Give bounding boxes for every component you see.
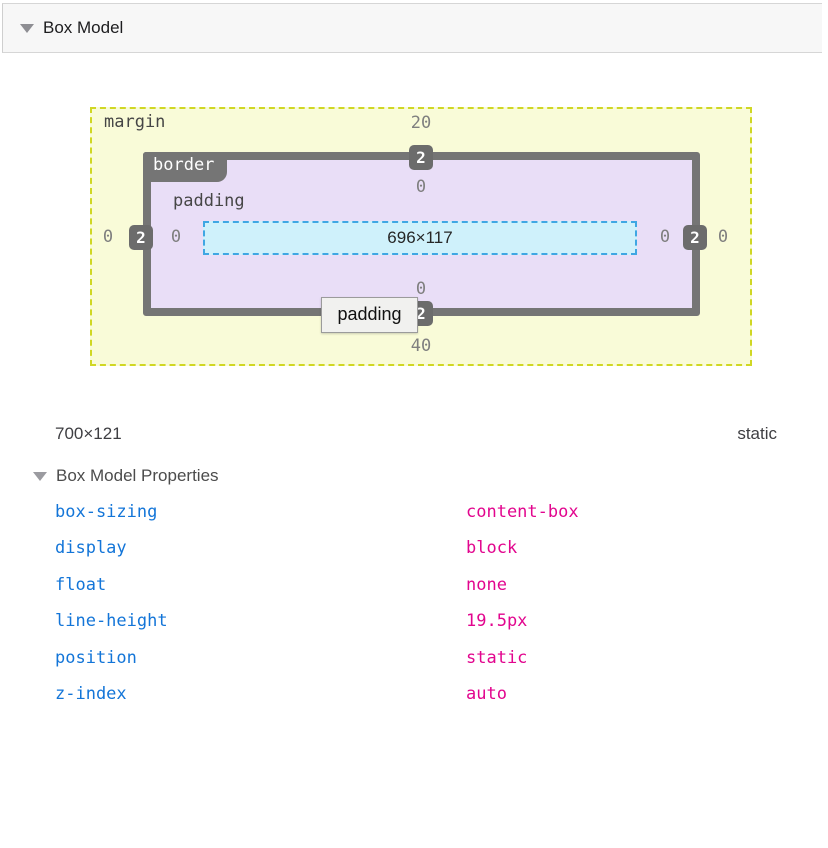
property-value: static — [466, 647, 528, 668]
margin-bottom-value[interactable]: 40 — [410, 336, 432, 356]
property-value: 19.5px — [466, 611, 528, 632]
element-dimensions: 700×121 — [55, 424, 122, 443]
properties-list: box-sizing content-box display block flo… — [55, 494, 777, 713]
property-name: display — [55, 538, 127, 559]
margin-left-value[interactable]: 0 — [102, 227, 114, 247]
margin-top-value[interactable]: 20 — [410, 113, 432, 133]
content-dimensions: 696×117 — [387, 228, 453, 247]
padding-bottom-value[interactable]: 0 — [415, 279, 427, 299]
disclosure-triangle-icon[interactable] — [20, 23, 34, 33]
margin-right-value[interactable]: 0 — [717, 227, 729, 247]
border-top-badge[interactable]: 2 — [409, 145, 433, 170]
element-position: static — [737, 424, 777, 443]
property-name: line-height — [55, 611, 168, 632]
property-row[interactable]: float none — [55, 567, 777, 603]
property-name: position — [55, 647, 137, 668]
section-title: Box Model — [43, 18, 124, 37]
property-value: auto — [466, 684, 507, 705]
property-row[interactable]: z-index auto — [55, 676, 777, 712]
property-row[interactable]: position static — [55, 640, 777, 676]
padding-tooltip: padding — [321, 297, 418, 333]
border-left-badge[interactable]: 2 — [129, 225, 153, 250]
property-value: content-box — [466, 502, 579, 522]
padding-right-value[interactable]: 0 — [659, 227, 671, 247]
property-row[interactable]: display block — [55, 530, 777, 566]
section-header-box-model-properties[interactable]: Box Model Properties — [33, 464, 219, 488]
content-region[interactable]: 696×117 — [203, 221, 637, 255]
property-name: z-index — [55, 684, 127, 705]
section-header-box-model[interactable]: Box Model — [2, 3, 822, 53]
border-label: border — [143, 152, 228, 182]
border-right-badge[interactable]: 2 — [683, 225, 707, 250]
property-name: float — [55, 574, 107, 595]
properties-section-title: Box Model Properties — [56, 466, 219, 485]
property-row[interactable]: line-height 19.5px — [55, 603, 777, 639]
property-value: block — [466, 538, 518, 559]
property-row[interactable]: box-sizing content-box — [55, 494, 777, 530]
property-name: box-sizing — [55, 502, 158, 522]
property-value: none — [466, 574, 507, 595]
disclosure-triangle-icon[interactable] — [33, 471, 47, 481]
margin-label: margin — [104, 112, 166, 132]
padding-label: padding — [173, 191, 245, 211]
padding-top-value[interactable]: 0 — [415, 177, 427, 197]
padding-left-value[interactable]: 0 — [170, 227, 182, 247]
